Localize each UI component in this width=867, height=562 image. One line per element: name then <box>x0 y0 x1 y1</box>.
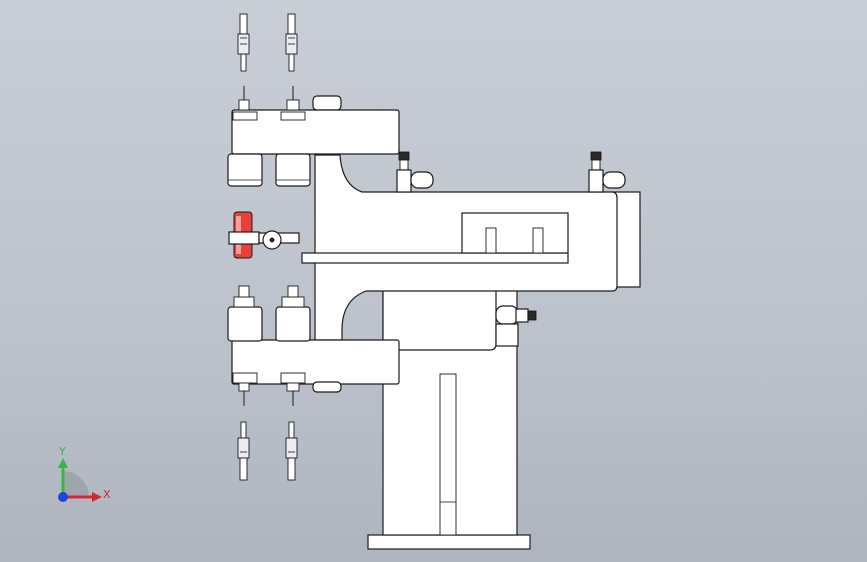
z-axis-dot <box>58 492 68 502</box>
upper-cylinder-right[interactable] <box>275 153 311 187</box>
red-knob[interactable] <box>228 211 260 259</box>
upper-nozzle-left <box>238 86 250 111</box>
lower-arm[interactable] <box>231 339 400 393</box>
air-fitting-side[interactable] <box>495 305 537 347</box>
top-pin-right[interactable] <box>285 13 298 72</box>
triad-arc <box>63 471 89 497</box>
y-axis-head <box>58 458 68 468</box>
main-body[interactable] <box>301 154 641 341</box>
x-axis-head <box>92 492 102 502</box>
coordinate-triad: Y X <box>58 445 111 502</box>
lower-nozzle-right <box>286 382 300 406</box>
upper-cylinder-left[interactable] <box>227 153 263 187</box>
air-fitting-right[interactable] <box>588 151 626 193</box>
top-pin-left[interactable] <box>237 13 250 72</box>
lower-nozzle-left <box>238 382 250 406</box>
bottom-pin-right[interactable] <box>285 421 298 481</box>
x-axis-label: X <box>103 488 111 501</box>
base-column[interactable] <box>367 289 531 550</box>
y-axis-label: Y <box>58 445 66 458</box>
upper-nozzle-right <box>286 86 300 111</box>
side-connector[interactable] <box>258 230 300 250</box>
bottom-pin-left[interactable] <box>237 421 250 481</box>
lower-cylinder-left[interactable] <box>227 285 263 342</box>
lower-cylinder-right[interactable] <box>275 285 311 342</box>
air-fitting-left[interactable] <box>396 151 434 193</box>
upper-arm[interactable] <box>231 95 400 155</box>
